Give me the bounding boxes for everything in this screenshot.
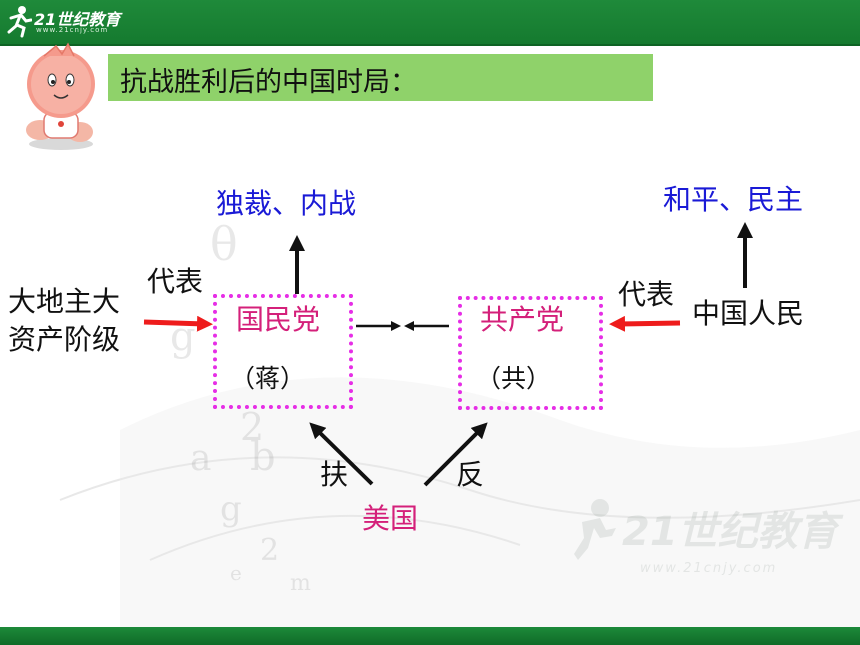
site-logo[interactable]: 21世纪教育 www.21cnjy.com xyxy=(6,4,126,40)
svg-text:m: m xyxy=(290,571,311,596)
svg-text:2: 2 xyxy=(240,405,264,449)
support-label: 扶 xyxy=(320,458,349,491)
kmt-goal-label: 独裁、内战 xyxy=(216,187,357,220)
usa-label: 美国 xyxy=(362,502,419,535)
arrow-usa-support-kmt xyxy=(309,422,374,486)
landlord-label-line2: 资产阶级 xyxy=(8,323,121,356)
kmt-name: 国民党 xyxy=(236,303,321,336)
cpc-abbrev: （共） xyxy=(476,364,552,393)
svg-text:θ: θ xyxy=(210,217,238,271)
arrow-usa-oppose-cpc xyxy=(423,422,488,487)
svg-text:a: a xyxy=(190,438,211,479)
runner-logo-icon xyxy=(7,6,32,38)
mascot-illustration xyxy=(26,42,95,150)
slide-title: 抗战胜利后的中国时局： xyxy=(120,67,417,98)
landlord-label-line1: 大地主大 xyxy=(8,285,121,318)
oppose-label: 反 xyxy=(456,458,485,491)
watermark-text: 21世纪教育 xyxy=(622,509,844,555)
left-represent-label: 代表 xyxy=(147,265,204,298)
logo-title: 21世纪教育 xyxy=(34,10,121,29)
cpc-name: 共产党 xyxy=(480,303,565,336)
logo-url: www.21cnjy.com xyxy=(36,26,109,34)
arrow-landlord-to-kmt xyxy=(143,315,213,332)
node-cpc xyxy=(458,296,603,410)
people-label: 中国人民 xyxy=(692,297,805,330)
svg-text:b: b xyxy=(250,434,276,480)
footer-bar xyxy=(0,627,860,645)
watermark-url: www.21cnjy.com xyxy=(640,561,777,576)
cpc-goal-label: 和平、民主 xyxy=(663,183,804,216)
arrow-people-to-cpc xyxy=(609,315,681,332)
title-box: 抗战胜利后的中国时局： xyxy=(108,54,653,101)
svg-text:g: g xyxy=(220,489,242,529)
right-represent-label: 代表 xyxy=(618,278,675,311)
svg-text:2: 2 xyxy=(260,533,279,568)
header-bar: 21世纪教育 www.21cnjy.com xyxy=(0,0,860,46)
kmt-leader: （蒋） xyxy=(230,364,306,393)
node-kmt xyxy=(213,294,353,409)
svg-text:e: e xyxy=(230,561,242,585)
